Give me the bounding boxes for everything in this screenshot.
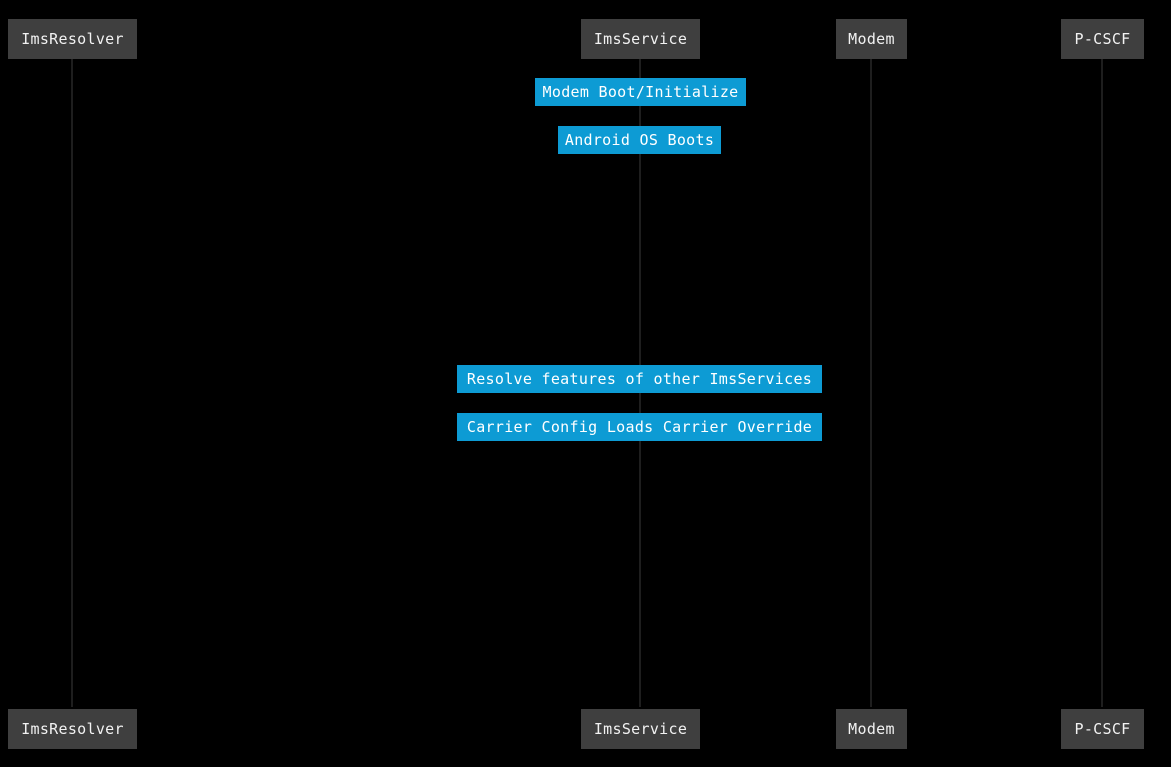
participant-pcscf-top[interactable]: P-CSCF <box>1061 19 1144 59</box>
participant-label: ImsService <box>593 29 688 48</box>
note-label: Modem Boot/Initialize <box>542 82 739 101</box>
participant-label: ImsResolver <box>21 29 124 48</box>
lifeline-modem <box>870 59 872 707</box>
participant-pcscf-bottom[interactable]: P-CSCF <box>1061 709 1144 749</box>
note-resolve-features[interactable]: Resolve features of other ImsServices <box>457 365 822 393</box>
lifeline-pcscf <box>1101 59 1103 707</box>
participant-label: P-CSCF <box>1074 29 1131 48</box>
participant-imsservice-bottom[interactable]: ImsService <box>581 709 700 749</box>
participant-modem-bottom[interactable]: Modem <box>836 709 907 749</box>
note-label: Carrier Config Loads Carrier Override <box>466 417 813 436</box>
note-label: Resolve features of other ImsServices <box>466 369 813 388</box>
participant-label: ImsResolver <box>21 719 124 738</box>
participant-label: P-CSCF <box>1074 719 1131 738</box>
participant-label: Modem <box>848 29 895 48</box>
participant-imsresolver-bottom[interactable]: ImsResolver <box>8 709 137 749</box>
participant-modem-top[interactable]: Modem <box>836 19 907 59</box>
participant-label: ImsService <box>593 719 688 738</box>
note-label: Android OS Boots <box>564 130 715 149</box>
participant-label: Modem <box>848 719 895 738</box>
note-modem-boot[interactable]: Modem Boot/Initialize <box>535 78 746 106</box>
note-carrier-config[interactable]: Carrier Config Loads Carrier Override <box>457 413 822 441</box>
participant-imsservice-top[interactable]: ImsService <box>581 19 700 59</box>
participant-imsresolver-top[interactable]: ImsResolver <box>8 19 137 59</box>
note-android-boots[interactable]: Android OS Boots <box>558 126 721 154</box>
lifeline-imsresolver <box>71 59 73 707</box>
